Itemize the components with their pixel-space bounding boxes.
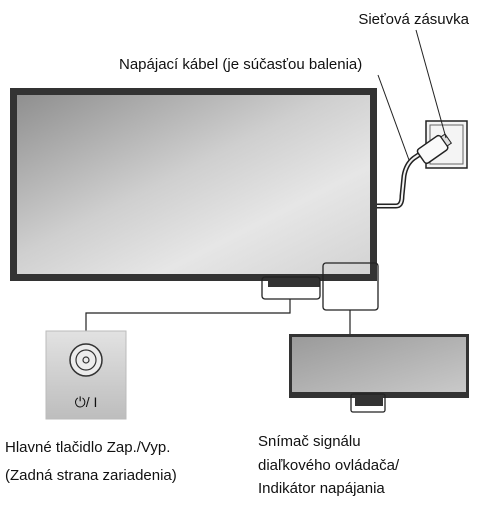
- cable-leader-line: [377, 74, 410, 161]
- power-button-icon: [69, 343, 103, 377]
- sensor-indicator-highlight: [350, 393, 386, 413]
- power-cable: [377, 133, 453, 209]
- cable-label: Napájací kábel (je súčasťou balenia): [119, 56, 362, 73]
- main-button-label-line2: (Zadná strana zariadenia): [5, 467, 177, 484]
- sensor-label-line2: diaľkového ovládača/: [258, 457, 400, 474]
- outlet-label: Sieťová zásuvka: [358, 11, 469, 28]
- power-symbol-label: ⏻/ I: [75, 394, 98, 410]
- main-button-leader-line: [85, 299, 291, 331]
- sensor-label-line3: Indikátor napájania: [258, 480, 385, 497]
- sensor-detail: [289, 334, 469, 413]
- power-plug: [416, 133, 453, 165]
- main-button-label-line1: Hlavné tlačidlo Zap./Vyp.: [5, 439, 170, 456]
- main-button-highlight: [261, 276, 321, 300]
- outlet-leader-line: [415, 29, 447, 139]
- main-power-button-callout: ⏻/ I: [45, 330, 127, 420]
- sensor-label-line1: Snímač signálu: [258, 433, 361, 450]
- display-panel: [10, 88, 377, 287]
